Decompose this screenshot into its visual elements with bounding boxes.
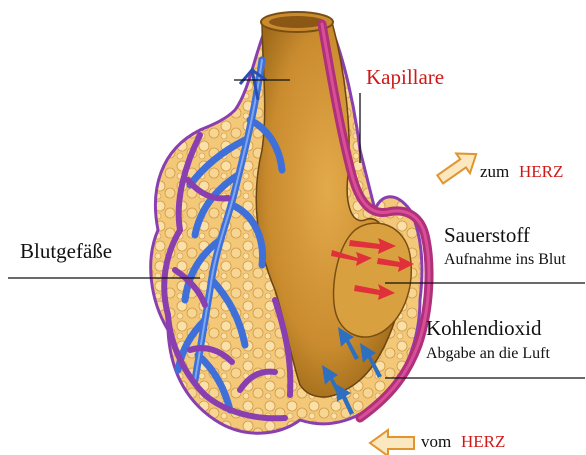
label-kohlendioxid-sub: Abgabe an die Luft — [426, 346, 550, 362]
arrow-up-right-icon — [433, 144, 483, 189]
arrow-left-icon — [370, 430, 414, 455]
label-sauerstoff: Sauerstoff — [444, 225, 530, 246]
label-kohlendioxid: Kohlendioxid — [426, 318, 542, 339]
label-zum: zum — [480, 163, 509, 180]
label-herz-in: HERZ — [461, 433, 505, 450]
label-blutgefaesse: Blutgefäße — [20, 241, 112, 262]
label-sauerstoff-sub: Aufnahme ins Blut — [444, 252, 566, 268]
label-kapillare: Kapillare — [366, 67, 444, 88]
label-vom: vom — [421, 433, 451, 450]
label-herz-out: HERZ — [519, 163, 563, 180]
